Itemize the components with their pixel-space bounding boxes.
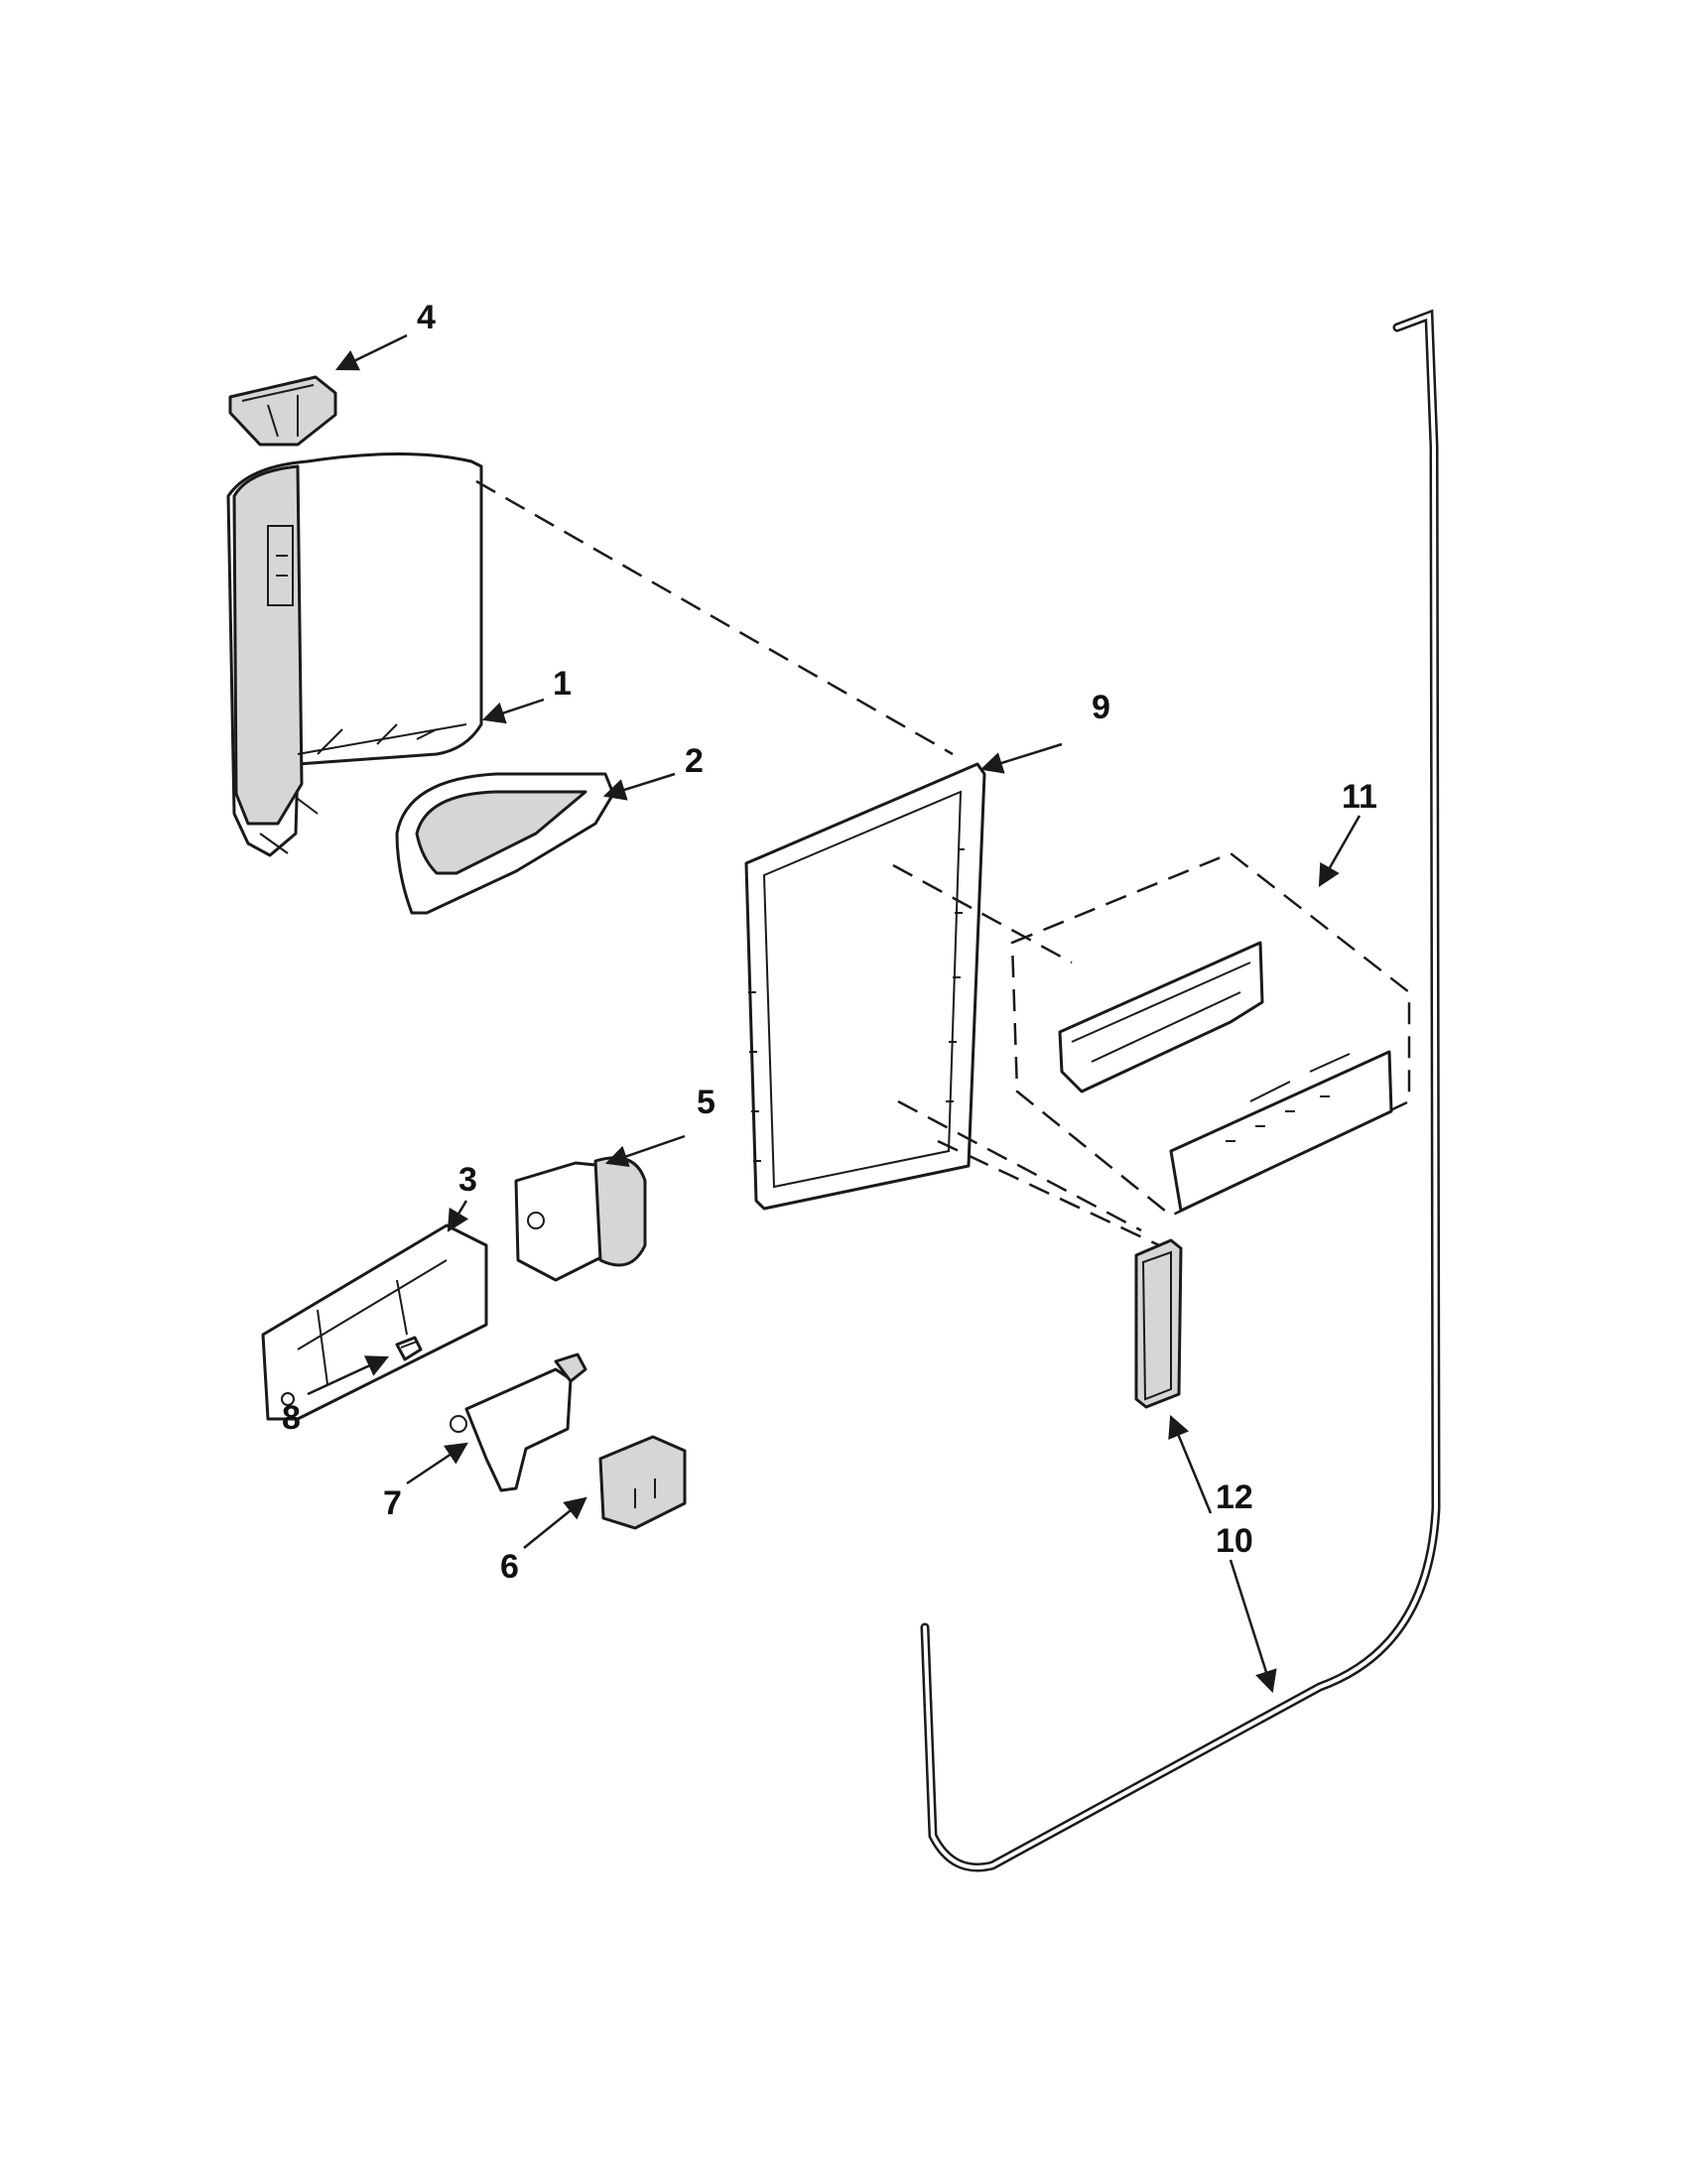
leader-11	[1318, 815, 1362, 887]
callout-3: 3	[458, 1161, 477, 1199]
callout-4: 4	[417, 299, 436, 336]
callout-11: 11	[1342, 778, 1377, 816]
leader-5	[604, 1134, 686, 1168]
part-7-actuator	[450, 1352, 587, 1492]
guide-line-frame-to-cover	[897, 1099, 1142, 1232]
callout-5: 5	[697, 1084, 715, 1121]
part-5-motor	[514, 1156, 647, 1282]
part-3-bracket	[261, 1223, 488, 1421]
part-12-cover	[1134, 1238, 1183, 1409]
part-10-water-tube	[920, 309, 1441, 1872]
callout-7: 7	[383, 1484, 402, 1522]
guide-line-housing-to-frame	[475, 479, 954, 756]
part-1-chute-housing	[226, 452, 483, 857]
leader-8	[307, 1355, 390, 1396]
leader-6	[523, 1496, 587, 1549]
part-6-pad	[598, 1435, 687, 1530]
guide-line-frame-bottom	[937, 1139, 1160, 1247]
callout-8: 8	[282, 1399, 301, 1437]
part-9-frame	[744, 762, 986, 1211]
callout-6: 6	[500, 1548, 519, 1586]
leader-12	[1168, 1414, 1213, 1514]
leader-10	[1229, 1559, 1277, 1694]
leader-4	[334, 333, 408, 371]
callout-9: 9	[1092, 689, 1110, 726]
callout-10: 10	[1216, 1522, 1253, 1560]
leader-1	[481, 698, 545, 724]
part-4-ice-chute-cap	[228, 375, 337, 447]
callout-1: 1	[553, 665, 572, 703]
callout-2: 2	[685, 742, 704, 780]
part-11-control-assembly	[1010, 851, 1411, 1218]
callout-12: 12	[1216, 1478, 1253, 1516]
leader-2	[602, 772, 676, 801]
leader-3	[447, 1200, 469, 1232]
leader-9	[979, 742, 1063, 774]
guide-line-frame-to-control	[892, 863, 1073, 964]
part-2-trim-ring	[395, 772, 615, 915]
leader-7	[406, 1442, 468, 1485]
part-8-screw	[395, 1336, 423, 1361]
